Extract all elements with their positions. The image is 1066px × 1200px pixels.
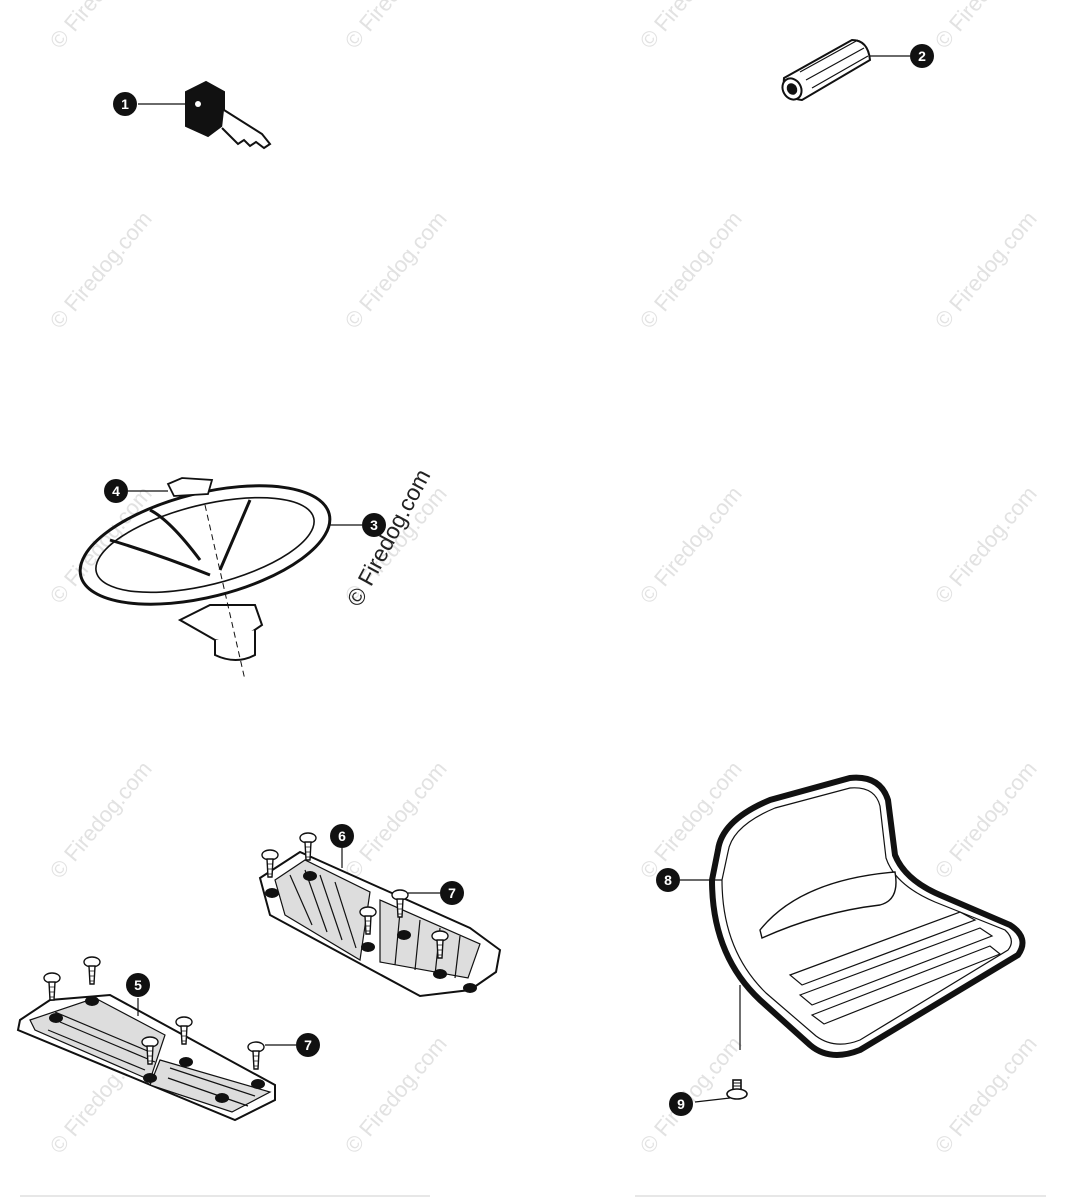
callout-circle — [362, 513, 386, 537]
bolt-icon — [726, 1079, 748, 1100]
watermark-text: © Firedog.com — [930, 1031, 1042, 1158]
callout-key: 1 — [113, 92, 137, 116]
callout-footrest-right: 6 — [330, 824, 354, 848]
screw-icon — [141, 1036, 159, 1065]
screw-icon — [391, 889, 409, 918]
callout-circle — [910, 44, 934, 68]
callout-number: 7 — [304, 1037, 312, 1053]
watermark-text: © Firedog.com — [45, 481, 157, 608]
callout-layer: 1 2 3 4 5 6 7 7 8 9 — [104, 44, 934, 1116]
callout-seat: 8 — [656, 868, 680, 892]
callout-circle — [669, 1092, 693, 1116]
watermark-text: © Firedog.com — [930, 756, 1042, 883]
callout-circle — [126, 973, 150, 997]
callout-seat-bolt: 9 — [669, 1092, 693, 1116]
seat-icon — [708, 774, 1026, 1058]
handle-grip-icon — [781, 38, 872, 102]
callout-circle — [656, 868, 680, 892]
callout-number: 9 — [677, 1096, 685, 1112]
ignition-key-icon — [185, 80, 272, 150]
callout-number: 5 — [134, 977, 142, 993]
watermark-text: © Firedog.com — [930, 0, 1042, 53]
screw-group — [43, 832, 449, 1070]
watermark-text: © Firedog.com — [635, 0, 747, 53]
callout-number: 3 — [370, 517, 378, 533]
watermark-text: © Firedog.com — [340, 1031, 452, 1158]
watermark-large: © Firedog.com — [341, 465, 435, 611]
screw-icon — [83, 956, 101, 985]
callout-circle — [104, 479, 128, 503]
screw-icon — [175, 1016, 193, 1045]
callout-number: 7 — [448, 885, 456, 901]
callout-circle — [440, 881, 464, 905]
callout-circle — [296, 1033, 320, 1057]
callout-circle — [330, 824, 354, 848]
callout-number: 4 — [112, 483, 120, 499]
callout-number: 6 — [338, 828, 346, 844]
footrest-right-icon — [258, 850, 502, 998]
watermark-text: © Firedog.com — [930, 481, 1042, 608]
callout-steering-wheel: 3 — [362, 513, 386, 537]
callout-circle — [113, 92, 137, 116]
callout-number: 2 — [918, 48, 926, 64]
callout-grip: 2 — [910, 44, 934, 68]
callout-wheel-cap: 4 — [104, 479, 128, 503]
watermark-text: © Firedog.com — [45, 0, 157, 53]
callout-screw-a: 7 — [440, 881, 464, 905]
screw-icon — [359, 906, 377, 935]
watermark-text: © Firedog.com — [635, 206, 747, 333]
callout-screw-b: 7 — [296, 1033, 320, 1057]
watermark-text: © Firedog.com — [340, 206, 452, 333]
callout-footrest-left: 5 — [126, 973, 150, 997]
watermark-text: © Firedog.com — [635, 481, 747, 608]
watermark-text: © Firedog.com — [45, 206, 157, 333]
callout-number: 1 — [121, 96, 129, 112]
footrest-left-icon — [16, 993, 276, 1122]
screw-icon — [431, 930, 449, 959]
screw-icon — [43, 972, 61, 1001]
screw-icon — [261, 849, 279, 878]
watermark-text: © Firedog.com — [930, 206, 1042, 333]
screw-icon — [247, 1041, 265, 1070]
screw-icon — [299, 832, 317, 861]
watermark-text: © Firedog.com — [340, 756, 452, 883]
watermark-text: © Firedog.com — [45, 756, 157, 883]
steering-wheel-cap-icon — [166, 477, 214, 497]
watermark-text: © Firedog.com — [340, 0, 452, 53]
callout-number: 8 — [664, 872, 672, 888]
